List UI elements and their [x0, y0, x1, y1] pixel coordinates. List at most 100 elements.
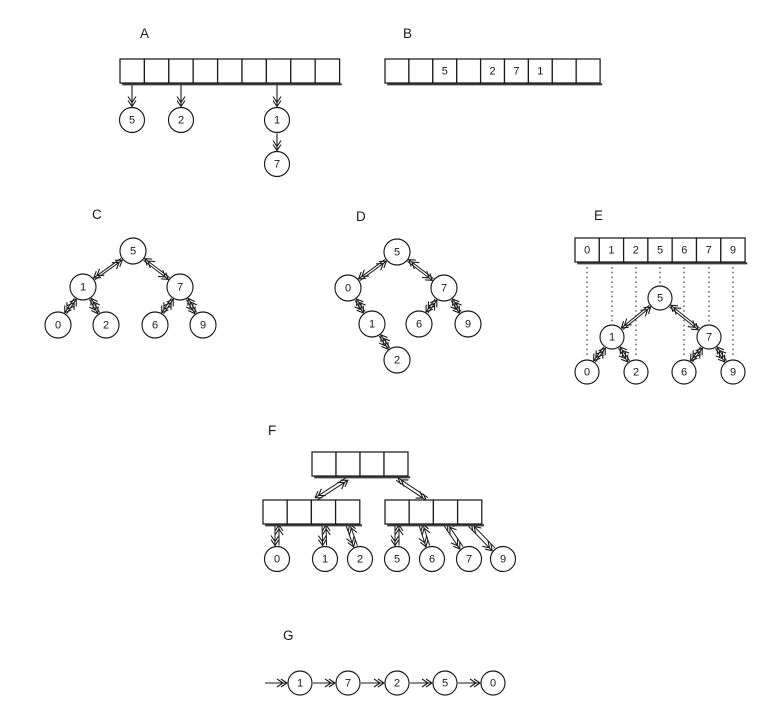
section-label-D: D	[356, 209, 366, 224]
node-G-5: 5	[432, 670, 458, 696]
node-circle	[454, 310, 482, 338]
node-D-9: 9	[454, 310, 482, 338]
node-value: 0	[345, 283, 351, 295]
biarrow-edge-backward	[321, 523, 331, 546]
array-cell-value: 9	[730, 245, 736, 257]
node-circle	[720, 359, 746, 385]
biarrow-edge-forward	[443, 525, 461, 550]
node-circle	[311, 545, 339, 573]
biarrow-edge-forward	[690, 346, 701, 362]
node-value: 0	[584, 367, 590, 379]
node-E-1: 1	[599, 324, 625, 350]
node-value: 1	[322, 554, 328, 566]
array-cell	[456, 58, 482, 84]
node-circle	[346, 545, 374, 573]
node-value: 9	[465, 319, 471, 331]
node-C-9: 9	[189, 311, 217, 339]
array-cell-value: 7	[513, 66, 519, 78]
biarrow-edge-backward	[143, 258, 170, 279]
node-circle	[287, 670, 313, 696]
node-value: 6	[416, 319, 422, 331]
node-value: 1	[80, 282, 86, 294]
biarrow-edge-backward	[470, 522, 496, 549]
biarrow-edge-forward	[143, 259, 170, 280]
node-D-1: 1	[358, 310, 386, 338]
node-circle	[384, 670, 410, 696]
node-value: 7	[345, 678, 351, 690]
node-value: 0	[55, 320, 61, 332]
node-circle	[480, 670, 506, 696]
node-value: 2	[394, 355, 400, 367]
array-cell	[359, 451, 385, 477]
array-cell	[310, 499, 337, 525]
node-value: 2	[178, 115, 184, 127]
node-A-7: 7	[263, 150, 291, 178]
node-value: 5	[394, 554, 400, 566]
biarrow-edge-forward	[92, 257, 122, 279]
section-label-G: G	[283, 628, 294, 643]
array-cell	[314, 58, 341, 84]
array-cell	[216, 58, 243, 84]
node-D-5: 5	[383, 238, 411, 266]
node-G-1: 1	[287, 670, 313, 696]
biarrow-edge-backward	[407, 259, 434, 280]
node-F-9: 9	[489, 545, 517, 573]
array-cell	[432, 499, 459, 525]
section-label-A: A	[140, 26, 149, 41]
section-label-E: E	[594, 208, 603, 223]
array-cell	[286, 499, 313, 525]
array-cell	[192, 58, 219, 84]
node-value: 5	[442, 678, 448, 690]
node-A-5: 5	[118, 106, 146, 134]
node-E-0: 0	[574, 359, 600, 385]
node-circle	[405, 310, 433, 338]
section-label-B: B	[403, 26, 412, 41]
node-circle	[574, 359, 600, 385]
array-cell	[334, 499, 361, 525]
node-value: 6	[152, 320, 158, 332]
node-circle	[263, 150, 291, 178]
array-cell	[384, 58, 410, 84]
node-value: 1	[609, 332, 615, 344]
array-cell	[647, 237, 673, 263]
node-circle	[92, 311, 120, 339]
node-value: 5	[130, 246, 136, 258]
biarrow-edge-backward	[356, 298, 366, 313]
biarrow-edge-backward	[316, 479, 349, 501]
biarrow-edge-backward	[447, 523, 464, 547]
node-D-0: 0	[334, 274, 362, 302]
array-cell	[720, 237, 746, 263]
node-circle	[455, 545, 483, 573]
node-circle	[119, 237, 147, 265]
biarrow-edge-forward	[418, 525, 429, 548]
node-circle	[167, 106, 195, 134]
node-value: 6	[429, 554, 435, 566]
node-value: 5	[129, 115, 135, 127]
array-F-root	[311, 451, 411, 479]
node-E-6: 6	[671, 359, 697, 385]
biarrow-edge-backward	[397, 477, 429, 499]
node-value: 9	[500, 554, 506, 566]
array-cell	[622, 237, 649, 263]
node-value: 1	[369, 319, 375, 331]
array-cell	[551, 58, 577, 84]
biarrow-edge-backward	[716, 346, 727, 361]
array-cell-value: 1	[537, 66, 543, 78]
array-F-right	[384, 499, 484, 527]
node-circle	[432, 670, 458, 696]
node-value: 5	[657, 293, 663, 305]
array-cell	[456, 499, 483, 525]
biarrow-edge-backward	[622, 306, 652, 331]
biarrow-edge-forward	[395, 479, 427, 501]
biarrow-edge-backward	[595, 347, 606, 363]
biarrow-edge-backward	[619, 346, 630, 361]
node-circle	[383, 346, 411, 374]
node-C-7: 7	[166, 273, 194, 301]
biarrow-edge-backward	[427, 299, 438, 314]
array-cell-value: 5	[657, 245, 663, 257]
node-G-7: 7	[335, 670, 361, 696]
array-cell	[598, 237, 625, 263]
